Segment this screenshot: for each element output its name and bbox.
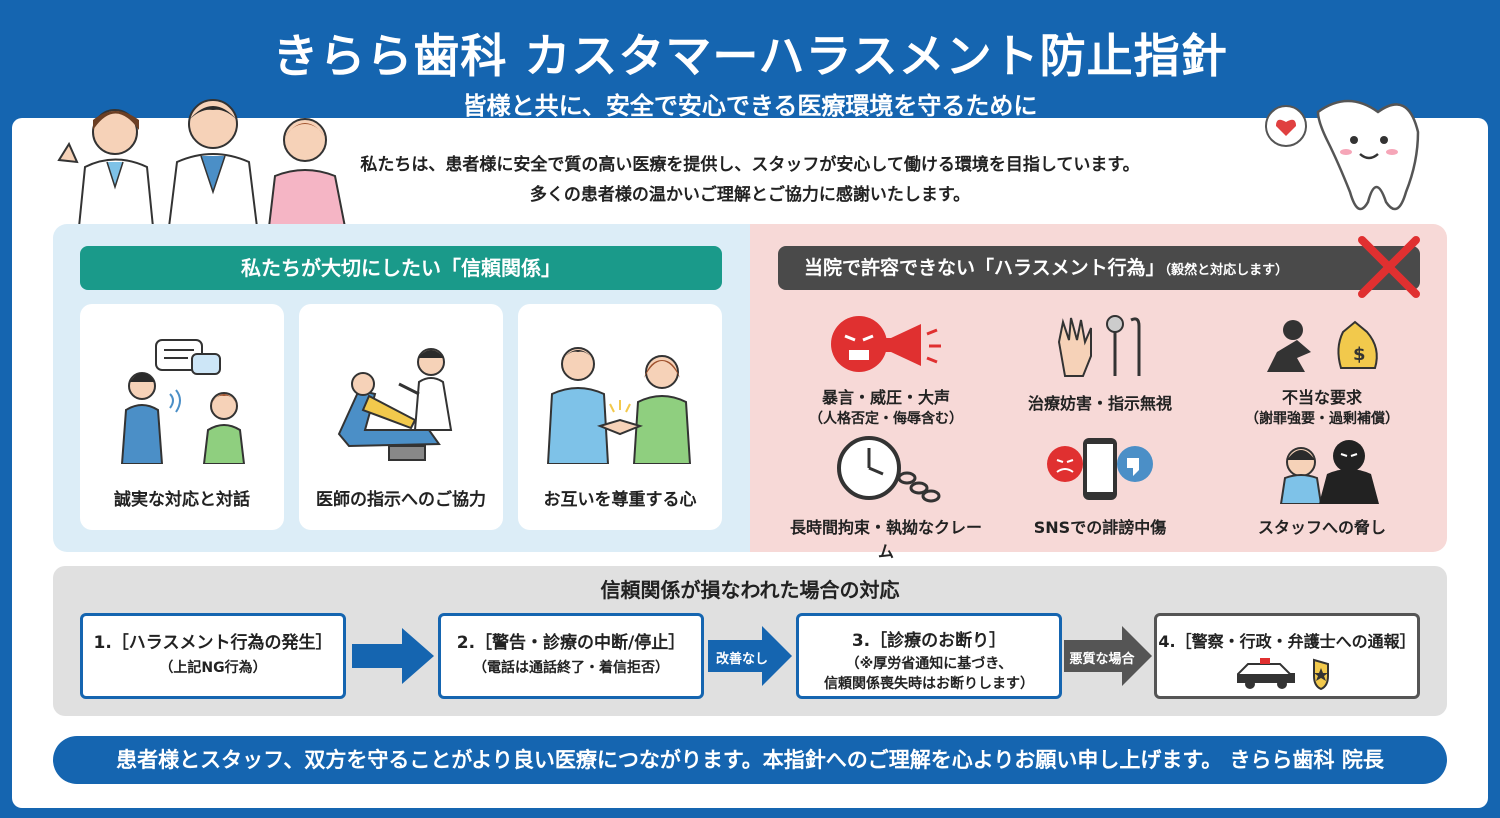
dental-chair-icon bbox=[337, 348, 453, 461]
step-detail-2: 信頼関係喪失時はお断りします） bbox=[824, 676, 1034, 692]
step-detail: （※厚労省通知に基づき、 bbox=[845, 656, 1013, 672]
flow-arrow-2 bbox=[708, 626, 792, 686]
arrow-label-no-improvement: 改善なし bbox=[715, 652, 768, 667]
kneeling-money-icon: $ bbox=[1267, 320, 1378, 372]
step-detail: （電話は通話終了・着信拒否） bbox=[473, 660, 669, 676]
handshake-icon bbox=[546, 347, 692, 464]
hand-dental-tools-icon bbox=[1057, 315, 1141, 377]
ng-item-label: スタッフへの脅し bbox=[1257, 518, 1386, 537]
step-4: 4.［警察・行政・弁護士への通報］ bbox=[1154, 613, 1420, 699]
arrow-label-malicious: 悪質な場合 bbox=[1069, 652, 1135, 667]
trust-card-respect: お互いを尊重する心 bbox=[518, 304, 722, 530]
clock-chain-icon bbox=[837, 436, 941, 503]
step-3: 3.［診療のお断り］ （※厚労省通知に基づき、 信頼関係喪失時はお断りします） bbox=[796, 613, 1062, 699]
ng-item-sublabel: （謝罪強要・過剰補償） bbox=[1245, 411, 1399, 427]
step-title: 4.［警察・行政・弁護士への通報］ bbox=[1158, 632, 1416, 651]
ng-item-label: 治療妨害・指示無視 bbox=[1027, 394, 1172, 413]
ng-item-staff-threat: スタッフへの脅し bbox=[1222, 434, 1422, 538]
ng-item-label: 長時間拘束・執拗なクレーム bbox=[789, 518, 982, 561]
trust-card-dialogue: 誠実な対応と対話 bbox=[80, 304, 284, 530]
ng-item-sns-slander: SNSでの誹謗中傷 bbox=[1000, 434, 1200, 538]
page-title: きらら歯科 カスタマーハラスメント防止指針 bbox=[272, 29, 1228, 83]
step-2: 2.［警告・診療の中断/停止］ （電話は通話終了・着信拒否） bbox=[438, 613, 704, 699]
response-title: 信頼関係が損なわれた場合の対応 bbox=[600, 578, 900, 602]
ng-heading-text: 当院で許容できない「ハラスメント行為」 bbox=[804, 257, 1165, 279]
ng-item-label: 不当な要求 bbox=[1281, 388, 1362, 407]
step-detail: （上記NG行為） bbox=[159, 660, 267, 676]
smartphone-thumbs-down-icon bbox=[1047, 438, 1153, 500]
footer-message: 患者様とスタッフ、双方を守ることがより良い医療につながります。本指針へのご理解を… bbox=[53, 736, 1447, 784]
trust-item-label: 誠実な対応と対話 bbox=[114, 490, 250, 510]
ng-heading: 当院で許容できない「ハラスメント行為」（毅然と対応します） bbox=[778, 246, 1420, 290]
trust-item-label: お互いを尊重する心 bbox=[543, 490, 697, 510]
tooth-mascot-icon bbox=[1265, 99, 1420, 211]
staff-illustration bbox=[57, 99, 347, 227]
ng-item-long-detention: 長時間拘束・執拗なクレーム bbox=[786, 434, 986, 562]
trust-heading: 私たちが大切にしたい「信頼関係」 bbox=[80, 246, 722, 290]
flow-arrow-3 bbox=[1064, 626, 1152, 686]
ng-item-label: SNSでの誹謗中傷 bbox=[1033, 518, 1167, 537]
ng-item-sublabel: （人格否定・侮辱含む） bbox=[809, 411, 963, 427]
ng-heading-note: （毅然と対応します） bbox=[1164, 263, 1289, 278]
step-title: 1.［ハラスメント行為の発生］ bbox=[93, 633, 333, 653]
angry-megaphone-icon bbox=[831, 316, 941, 372]
trust-card-cooperation: 医師の指示へのご協力 bbox=[299, 304, 503, 530]
trust-item-label: 医師の指示へのご協力 bbox=[316, 490, 486, 510]
prohibited-x-icon bbox=[1358, 236, 1420, 298]
conversation-icon bbox=[120, 339, 246, 464]
step-title: 3.［診療のお断り］ bbox=[851, 631, 1007, 651]
threat-icon bbox=[1279, 440, 1379, 504]
ng-item-label: 暴言・威圧・大声 bbox=[821, 388, 950, 407]
step-1: 1.［ハラスメント行為の発生］ （上記NG行為） bbox=[80, 613, 346, 699]
intro-text: 私たちは、患者様に安全で質の高い医療を提供し、スタッフが安心して働ける環境を目指… bbox=[0, 150, 1500, 210]
intro-line-2: 多くの患者様の温かいご理解とご協力に感謝いたします。 bbox=[529, 185, 971, 205]
page-subtitle: 皆様と共に、安全で安心できる医療環境を守るために bbox=[462, 92, 1038, 120]
intro-line-1: 私たちは、患者様に安全で質の高い医療を提供し、スタッフが安心して働ける環境を目指… bbox=[360, 155, 1140, 175]
step-title: 2.［警告・診療の中断/停止］ bbox=[456, 633, 686, 653]
ng-item-obstruction: 治療妨害・指示無視 bbox=[1000, 312, 1200, 414]
svg-text:$: $ bbox=[1353, 344, 1366, 365]
police-car-badge-icon bbox=[1237, 658, 1329, 691]
ng-item-unfair-demand: $ 不当な要求 （謝罪強要・過剰補償） bbox=[1222, 312, 1422, 428]
flow-arrow-1 bbox=[352, 628, 434, 684]
ng-item-abuse: 暴言・威圧・大声 （人格否定・侮辱含む） bbox=[786, 312, 986, 428]
